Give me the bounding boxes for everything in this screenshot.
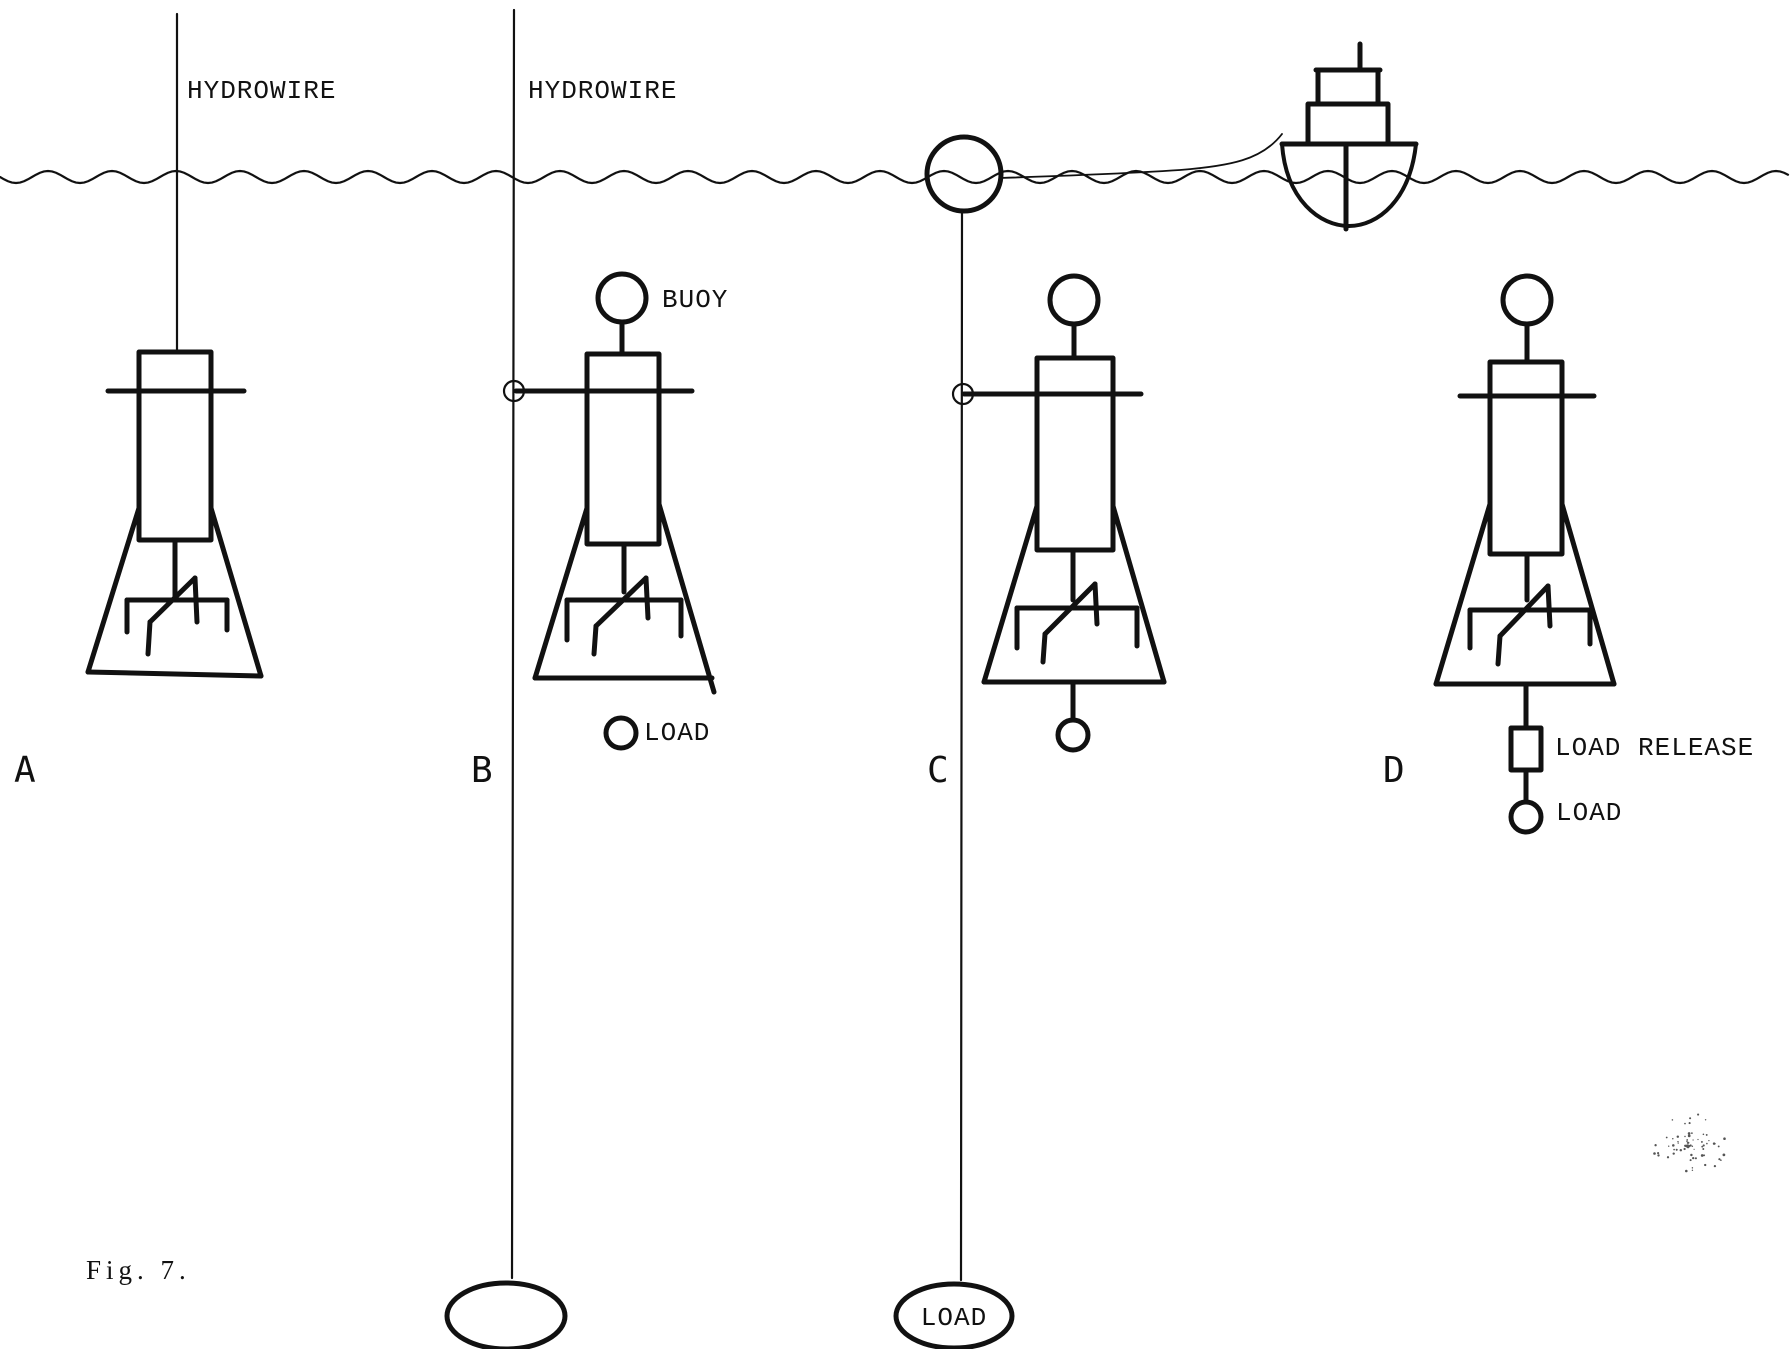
noise-speck (1687, 1134, 1691, 1138)
noise-speck (1666, 1156, 1670, 1159)
instrument-a (85, 349, 264, 679)
noise-speck (1686, 1140, 1688, 1142)
noise-speck (1697, 1138, 1699, 1141)
noise-speck (1689, 1117, 1692, 1120)
panel-letter-a: A (14, 750, 36, 791)
panel-letter-c: C (927, 750, 949, 791)
noise-speck (1665, 1136, 1668, 1139)
noise-speck (1706, 1142, 1708, 1145)
noise-speck (1718, 1158, 1721, 1161)
noise-speck (1700, 1154, 1704, 1157)
noise-speck (1701, 1145, 1704, 1148)
instrument-b (513, 271, 717, 695)
load-weight-c (1055, 717, 1091, 753)
noise-speck (1679, 1148, 1683, 1152)
noise-speck (1691, 1167, 1694, 1169)
ship-tow-line (999, 133, 1283, 179)
noise-speck (1704, 1163, 1707, 1167)
noise-speck (1675, 1148, 1678, 1151)
figure-label: Fig. 7. (86, 1255, 191, 1285)
noise-speck (1677, 1140, 1679, 1143)
hydrowire-line-b (510, 8, 516, 1280)
noise-speck (1705, 1133, 1708, 1136)
noise-speck (1684, 1144, 1687, 1148)
ship (1279, 41, 1419, 232)
noise-speck (1700, 1140, 1703, 1143)
load-weight-b (603, 715, 639, 751)
instrument-d (1433, 273, 1617, 805)
noise-speck (1713, 1164, 1717, 1168)
bottom-weight-c (893, 1281, 1015, 1349)
buoy-label: BUOY (662, 285, 728, 315)
noise-speck (1690, 1153, 1693, 1157)
clamp-ring-b (502, 379, 526, 403)
noise-speck (1693, 1148, 1695, 1150)
noise-speck (1671, 1119, 1674, 1121)
noise-speck (1691, 1132, 1693, 1134)
noise-speck (1702, 1148, 1705, 1150)
noise-speck (1668, 1145, 1670, 1147)
noise-speck (1672, 1144, 1675, 1147)
bottom-weight-b (444, 1280, 568, 1349)
hydrowire-label-a: HYDROWIRE (187, 76, 336, 106)
load-release-label: LOAD RELEASE (1555, 733, 1754, 763)
noise-speck (1685, 1144, 1689, 1148)
hydrowire-line-c (959, 209, 964, 1282)
noise-speck (1672, 1152, 1675, 1155)
noise-speck (1722, 1153, 1726, 1157)
noise-speck (1692, 1156, 1695, 1160)
noise-speck (1685, 1169, 1688, 1173)
load-weight-d (1508, 799, 1544, 835)
noise-speck (1676, 1135, 1680, 1138)
noise-speck (1689, 1159, 1692, 1162)
noise-speck (1723, 1137, 1726, 1140)
surface-buoy (924, 134, 1004, 214)
noise-speck (1683, 1147, 1686, 1151)
noise-speck (1657, 1154, 1660, 1157)
noise-speck (1677, 1142, 1679, 1144)
noise-speck (1694, 1157, 1697, 1160)
noise-speck (1653, 1152, 1656, 1155)
load-label-bottom-c: LOAD (921, 1303, 987, 1333)
noise-speck (1688, 1122, 1691, 1125)
noise-speck (1657, 1152, 1660, 1155)
noise-speck (1686, 1141, 1689, 1144)
panel-letter-d: D (1383, 750, 1405, 791)
panel-letter-b: B (471, 750, 493, 791)
noise-speck (1672, 1138, 1674, 1140)
noise-speck (1704, 1119, 1707, 1121)
noise-speck (1703, 1154, 1706, 1157)
noise-speck (1654, 1144, 1657, 1147)
noise-speck (1717, 1145, 1720, 1148)
sea-surface-wave (0, 169, 1790, 185)
noise-speck (1692, 1139, 1694, 1141)
instrument-c (961, 273, 1167, 721)
scan-noise (1653, 1113, 1726, 1173)
hydrowire-label-b: HYDROWIRE (528, 76, 677, 106)
noise-speck (1688, 1144, 1691, 1148)
noise-speck (1691, 1169, 1694, 1172)
noise-speck (1720, 1159, 1722, 1161)
noise-speck (1684, 1135, 1686, 1138)
noise-speck (1684, 1122, 1686, 1125)
clamp-ring-c (951, 382, 975, 406)
noise-speck (1708, 1139, 1710, 1142)
noise-speck (1714, 1142, 1716, 1145)
load-label-b: LOAD (644, 718, 710, 748)
noise-speck (1673, 1148, 1675, 1151)
noise-speck (1702, 1133, 1705, 1136)
noise-speck (1697, 1113, 1700, 1116)
noise-speck (1686, 1139, 1688, 1141)
noise-speck (1687, 1132, 1691, 1135)
noise-speck (1691, 1145, 1694, 1147)
load-label-d: LOAD (1556, 798, 1622, 828)
noise-speck (1702, 1144, 1705, 1147)
